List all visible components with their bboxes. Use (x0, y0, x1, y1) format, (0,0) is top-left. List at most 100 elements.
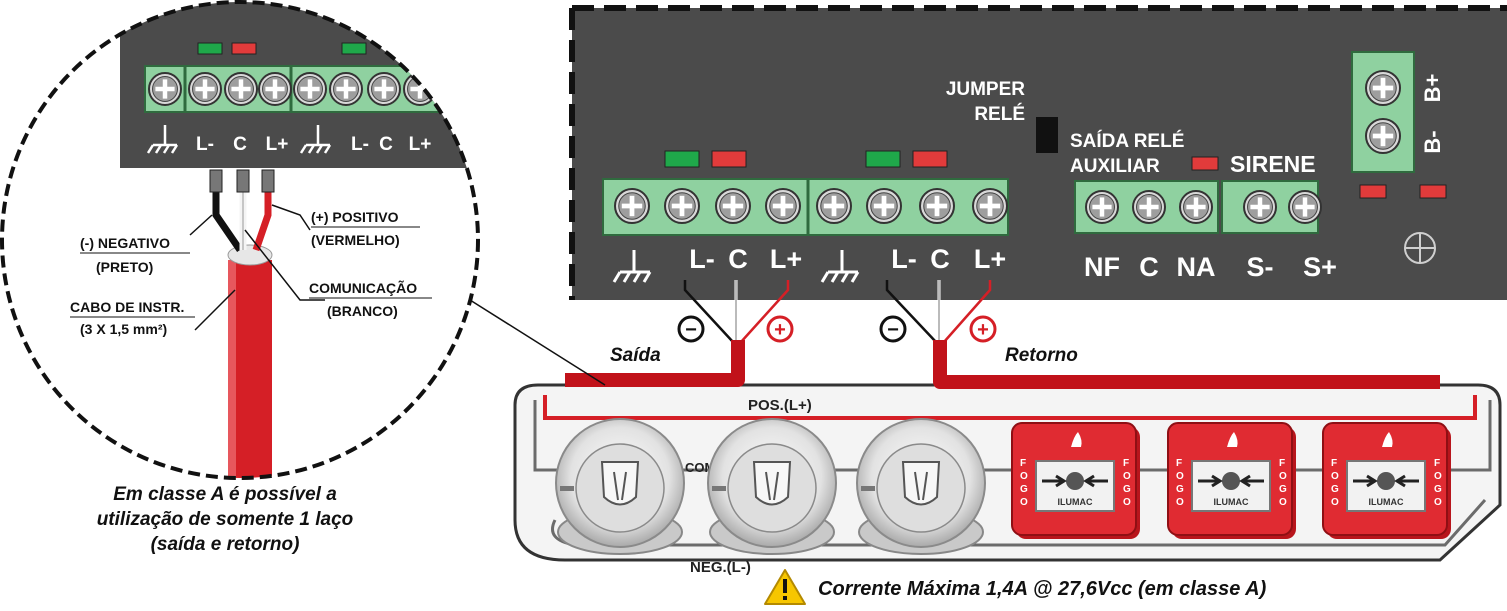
jumper-label-2: RELÉ (974, 103, 1025, 125)
loop2-led-green (865, 150, 901, 168)
call-point-side-text: O (1279, 471, 1287, 482)
warning-icon (764, 569, 806, 605)
mounting-screw-icon (1404, 232, 1436, 264)
terminal-screw-icon[interactable] (224, 72, 258, 106)
aux-relay-label-1: SAÍDA RELÉ (1070, 130, 1184, 152)
terminal-screw-icon[interactable] (1085, 190, 1119, 224)
svg-text:−: − (685, 319, 697, 341)
terminal-screw-icon[interactable] (614, 188, 650, 224)
cable-spec: (3 X 1,5 mm²) (80, 321, 167, 337)
terminal-screw-icon[interactable] (919, 188, 955, 224)
plus-icon: + (766, 315, 794, 343)
call-point-side-text: O (1331, 497, 1339, 508)
smoke-detector (555, 418, 685, 555)
terminal-screw-icon[interactable] (664, 188, 700, 224)
cable-label: CABO DE INSTR. (70, 299, 184, 315)
terminal-screw-icon[interactable] (188, 72, 222, 106)
output-label: Saída (610, 345, 661, 366)
call-point-side-text: O (1331, 471, 1339, 482)
loop2-terminal-pos: L+ (974, 244, 1006, 274)
terminal-screw-icon[interactable] (1288, 190, 1322, 224)
svg-text:+: + (774, 319, 786, 341)
minus-icon: − (879, 315, 907, 343)
terminal-screw-icon[interactable] (866, 188, 902, 224)
terminal-screw-icon[interactable] (1179, 190, 1213, 224)
call-point-side-text: F (1123, 458, 1129, 469)
terminal-screw-icon[interactable] (715, 188, 751, 224)
terminal-screw-icon[interactable] (765, 188, 801, 224)
call-point-side-text: O (1434, 471, 1442, 482)
relay-terminal-na: NA (1177, 252, 1216, 282)
terminal-screw-icon[interactable] (293, 72, 327, 106)
call-point-side-text: F (1434, 458, 1440, 469)
battery-minus-label: B- (1420, 130, 1445, 153)
call-point-side-text: O (1123, 497, 1131, 508)
terminal-screw-icon[interactable] (329, 72, 363, 106)
loop1-terminal-pos: L+ (770, 244, 802, 274)
terminal-screw-icon[interactable] (1365, 70, 1401, 106)
terminal-screw-icon[interactable] (1132, 190, 1166, 224)
terminal-screw-icon[interactable] (439, 72, 473, 106)
call-point-side-text: O (1176, 471, 1184, 482)
return-label: Retorno (1005, 345, 1078, 366)
call-point-side-text: O (1123, 471, 1131, 482)
svg-text:−: − (887, 319, 899, 341)
class-a-note: Em classe A é possível a utilização de s… (60, 482, 390, 557)
relay-terminal-c: C (1139, 252, 1159, 282)
siren-terminal-neg: S- (1247, 252, 1274, 282)
call-point-side-text: O (1176, 497, 1184, 508)
call-point-side-text: G (1434, 484, 1442, 495)
relay-jumper[interactable] (1036, 117, 1058, 153)
plus-icon: + (969, 315, 997, 343)
siren-terminal-block (1221, 180, 1322, 234)
loop2-led-red (912, 150, 948, 168)
terminal-screw-icon[interactable] (972, 188, 1008, 224)
terminal-screw-icon[interactable] (258, 72, 292, 106)
call-point-side-text: F (1176, 458, 1182, 469)
terminal-screw-icon[interactable] (1243, 190, 1277, 224)
pos-bus-label: POS.(L+) (748, 397, 812, 414)
smoke-detector (707, 418, 837, 555)
terminal-screw-icon[interactable] (367, 72, 401, 106)
neg-bus-label: NEG.(L-) (690, 559, 751, 576)
loop1-led-red (711, 150, 747, 168)
call-point-side-text: G (1176, 484, 1184, 495)
class-a-note-line-3: (saída e retorno) (150, 534, 300, 555)
call-point-side-text: F (1279, 458, 1285, 469)
positive-wire-label: (+) POSITIVO (311, 209, 399, 225)
zoom-leader-line (469, 299, 606, 386)
loop1-terminal-com: C (728, 244, 748, 274)
loop1-terminal-neg: L- (689, 244, 714, 274)
call-point-side-text: O (1279, 497, 1287, 508)
terminal-screw-icon[interactable] (403, 72, 437, 106)
max-current-warning: Corrente Máxima 1,4A @ 27,6Vcc (em class… (818, 578, 1267, 600)
battery-plus-label: B+ (1420, 74, 1445, 103)
call-point-side-text: G (1123, 484, 1131, 495)
zoom-detail (0, 0, 480, 480)
ground-icon (820, 250, 860, 283)
control-panel: JUMPER RELÉ SAÍDA RELÉ AUXILIAR SIRENE (569, 5, 1507, 300)
loop2-terminal-com: C (930, 244, 950, 274)
call-point-brand: ILUMAC (1058, 497, 1093, 507)
call-point-side-text: O (1020, 497, 1028, 508)
ground-icon (612, 250, 652, 283)
siren-label: SIRENE (1230, 151, 1316, 177)
loop1-led-green (664, 150, 700, 168)
positive-wire-color: (VERMELHO) (311, 232, 400, 248)
loop2-terminal-neg: L- (891, 244, 916, 274)
terminal-screw-icon[interactable] (816, 188, 852, 224)
negative-wire-color: (PRETO) (96, 259, 153, 275)
return-cable (885, 280, 1440, 389)
class-a-note-line-1: Em classe A é possível a (113, 484, 337, 505)
call-point-brand: ILUMAC (1214, 497, 1249, 507)
terminal-screw-icon[interactable] (1365, 118, 1401, 154)
terminal-screw-icon[interactable] (148, 72, 182, 106)
call-point-side-text: G (1020, 484, 1028, 495)
battery-terminal-block (1351, 51, 1415, 173)
zoom-terminal-2: C (233, 134, 247, 155)
call-point-side-text: O (1020, 471, 1028, 482)
loop-terminal-block (602, 178, 1009, 236)
